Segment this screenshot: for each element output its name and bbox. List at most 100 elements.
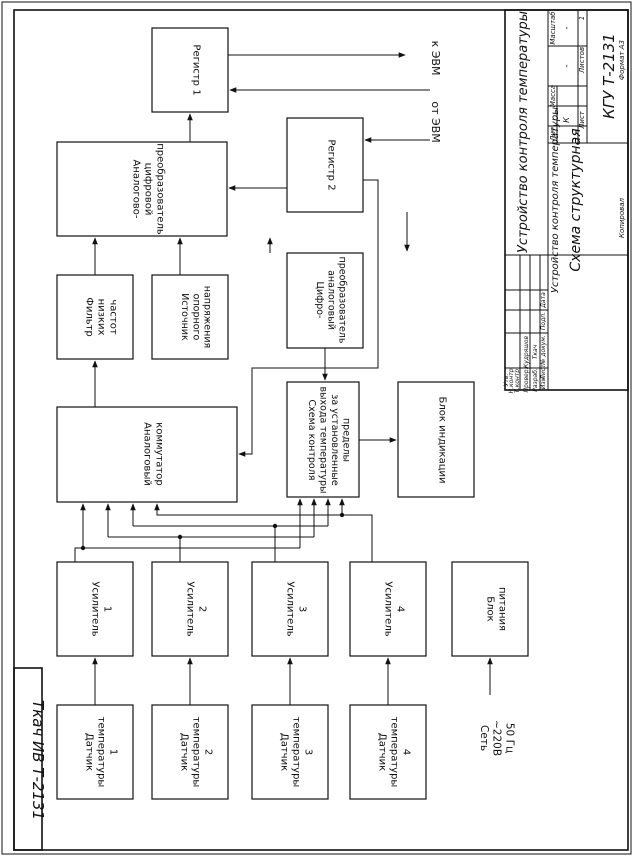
label-line: Датчик [279, 733, 290, 771]
block-display-label: Блок индикации [437, 396, 448, 483]
label-line: 1 [108, 749, 119, 755]
label-line: аналоговый [325, 270, 336, 330]
label-line: за установленные [329, 394, 340, 486]
label-line: преобразователь [155, 143, 166, 235]
label-line: 3 [297, 606, 308, 612]
label-line: Усилитель [185, 581, 196, 636]
sheets-value: 1 [578, 16, 586, 20]
bus-amp2 [105, 498, 317, 562]
label-line: ~220В [491, 720, 503, 756]
copied-label: Копировал [618, 197, 626, 238]
label-from-computer: от ЭВМ [429, 101, 442, 142]
label-line: Датчик [179, 733, 190, 771]
format-label: Формат А3 [618, 40, 626, 80]
drawing-type: Схема структурная [568, 128, 584, 271]
label-line: коммутатор [154, 422, 165, 485]
label-line: 1 [102, 606, 113, 612]
label-line: температуры [291, 717, 302, 788]
label-line: Схема контроля [306, 399, 317, 480]
header-izm: Изм [540, 376, 547, 389]
row-utv: Утв. [503, 374, 510, 387]
label-line: 4 [401, 749, 412, 755]
block-register-2: Регистр 2 [286, 117, 364, 213]
name-razrab: Ткач [532, 344, 539, 359]
label-line: Блок индикации [437, 396, 448, 483]
label-to-computer: к ЭВМ [429, 41, 442, 76]
block-register-2-label: Регистр 2 [326, 139, 337, 190]
label-line: Цифро- [314, 282, 325, 319]
label-line: 3 [303, 749, 314, 755]
org-code: КГУ Т-2131 [600, 33, 618, 119]
name-prov: Кудряшов [523, 336, 530, 369]
side-code-box [13, 667, 43, 851]
label-line: частот [108, 299, 119, 334]
sheet-label: Лист [578, 110, 586, 130]
label-line: Аналоговый [142, 422, 153, 486]
link-register2-mux [238, 179, 379, 457]
label-line: Регистр 1 [191, 44, 202, 95]
title-main: Устройство контроля температуры [516, 11, 531, 253]
label-line: температуры [96, 717, 107, 788]
bus-amp3 [130, 498, 331, 562]
label-line: Датчик [84, 733, 95, 771]
sheets-label: Листов [578, 47, 586, 74]
label-line: Блок [485, 596, 496, 621]
col-scale: Масштаб [549, 11, 557, 45]
label-line: температуры [389, 717, 400, 788]
label-line: Усилитель [285, 581, 296, 636]
header-list: Лист [540, 364, 547, 381]
label-line: низких [96, 299, 107, 336]
label-line: Сеть [478, 725, 490, 751]
val-mass: - [562, 64, 572, 67]
label-line: напряжения [202, 286, 213, 349]
label-line: Усилитель [90, 581, 101, 636]
col-mass: Масса [549, 85, 557, 107]
label-line: Аналогово- [131, 159, 142, 218]
title-sub: Устройство контроля температуры [550, 107, 561, 293]
label-line: температуры [191, 717, 202, 788]
inner-frame [13, 9, 629, 851]
label-line: Источник [179, 293, 190, 341]
header-sign: Подп. [540, 312, 547, 330]
label-line: цифровой [143, 163, 154, 216]
label-line: 4 [395, 606, 406, 612]
label-line: 2 [197, 606, 208, 612]
block-register-1-label: Регистр 1 [191, 44, 202, 95]
label-line: Фильтр [84, 297, 95, 337]
side-code-text: Ткач ИВ Т-2131 [29, 700, 47, 820]
label-line: 50 Гц [503, 723, 515, 753]
title-block [504, 9, 629, 391]
label-line: пределы [340, 418, 351, 462]
row-razrab: Разраб. [532, 368, 539, 392]
bus-amp4 [154, 498, 373, 562]
label-line: 2 [203, 749, 214, 755]
label-line: выхода температуры [318, 386, 329, 493]
row-tkontr: Т.контр. [514, 367, 521, 393]
label-line: Регистр 2 [326, 139, 337, 190]
col-lit: Лит [549, 126, 557, 142]
